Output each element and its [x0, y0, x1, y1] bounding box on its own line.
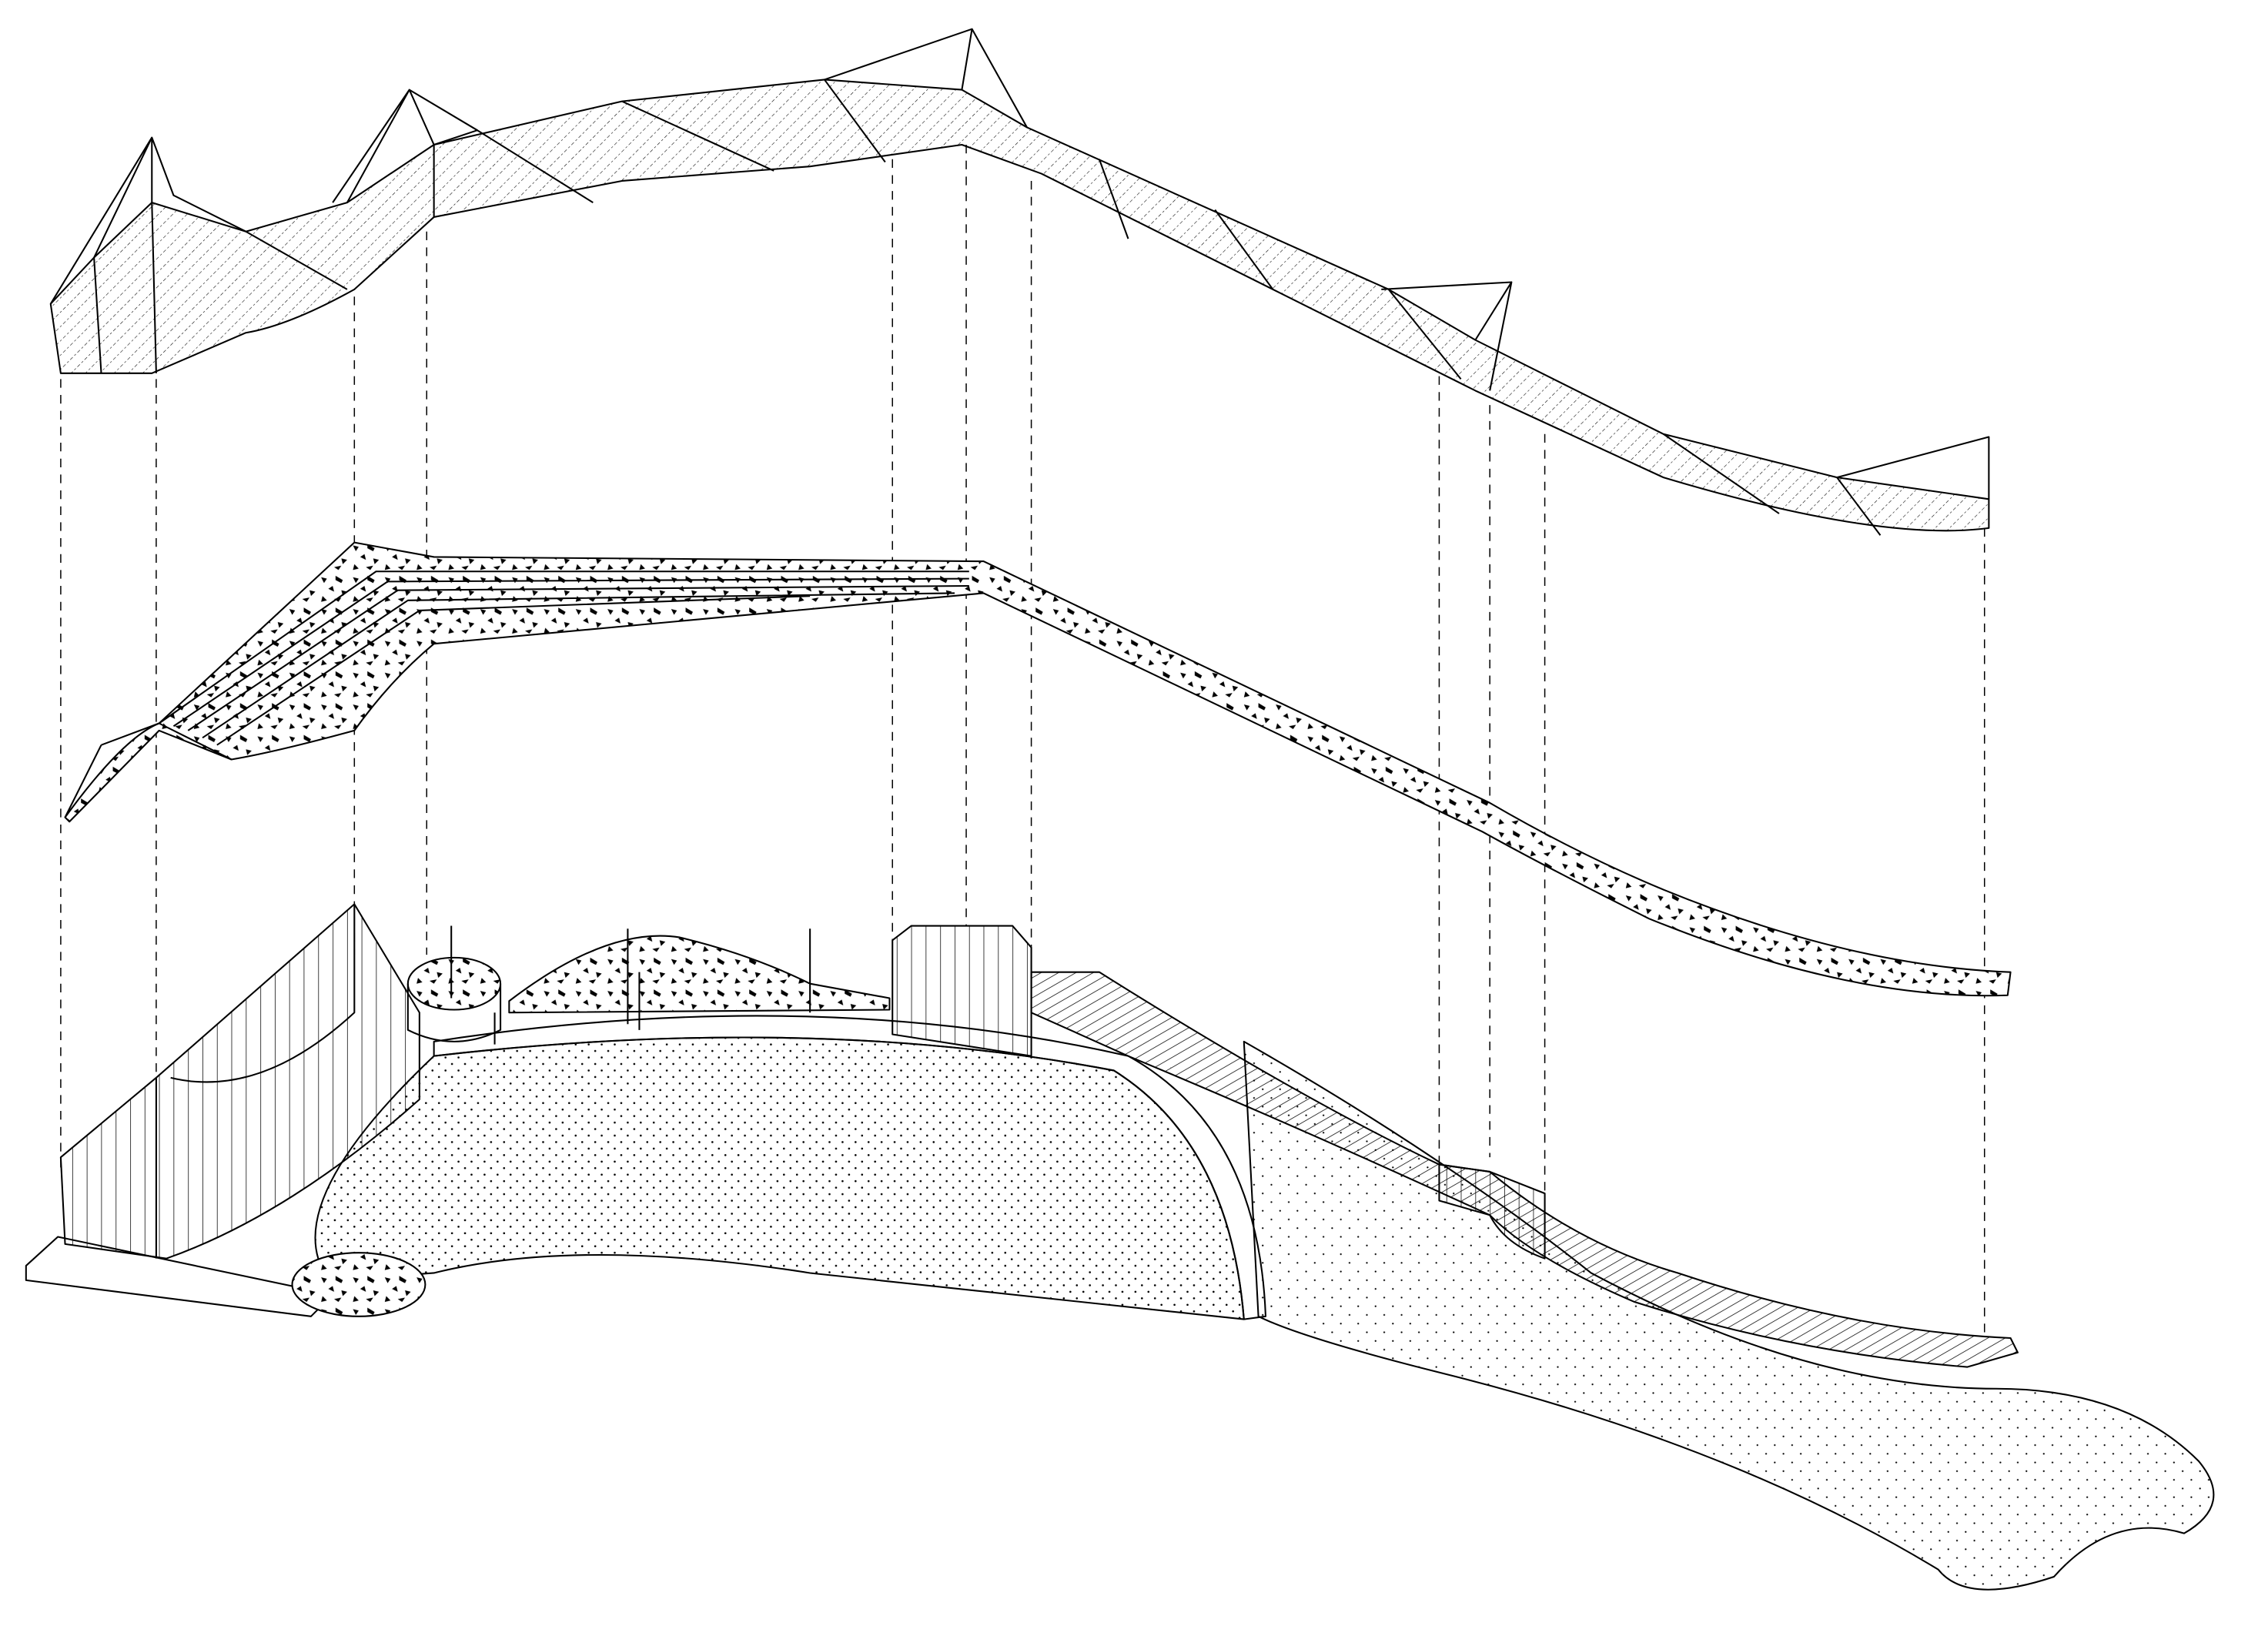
roof-band	[49, 79, 1990, 532]
mid-terrazzo-layer	[64, 541, 2012, 997]
ground-layer	[25, 903, 2215, 1591]
glass-block-right	[1438, 1163, 1546, 1260]
tiered-seating	[159, 570, 969, 746]
round-planter	[406, 956, 502, 1011]
mid-band	[64, 541, 2012, 997]
central-dotted-plaza	[314, 1036, 1245, 1320]
roof-fold-lines	[93, 79, 1882, 536]
terrazzo-planter-round	[291, 1252, 427, 1317]
glass-pavilion-left	[59, 903, 420, 1260]
light-poles	[450, 925, 811, 1045]
roof-peaks	[49, 28, 1990, 500]
glass-block-center	[891, 925, 1032, 1057]
projection-lines	[60, 144, 1985, 1339]
roof-canopy-layer	[49, 28, 1990, 536]
planted-mound	[508, 935, 891, 1014]
